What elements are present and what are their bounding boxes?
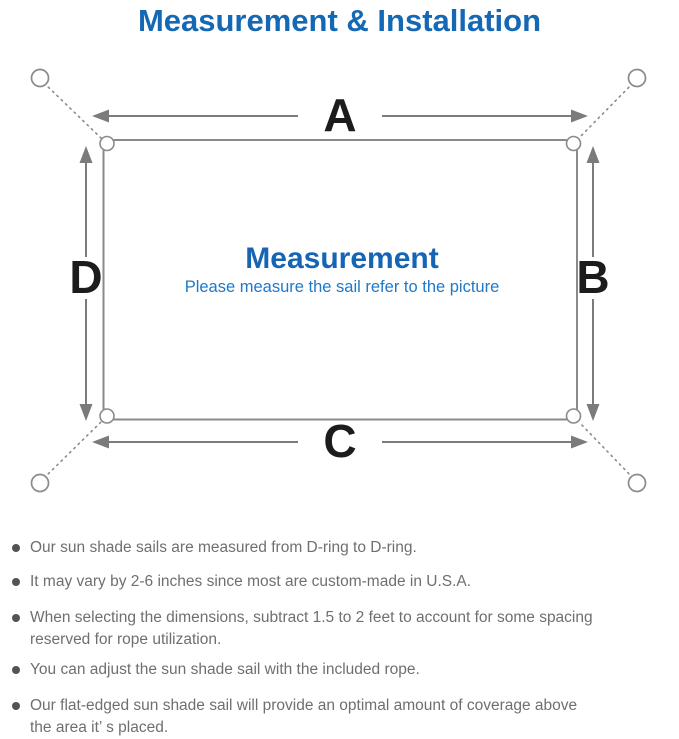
note-text: You can adjust the sun shade sail with t… <box>30 661 420 678</box>
d-ring-bottom-left-icon <box>99 408 115 424</box>
anchor-ring-bottom-right-icon <box>627 473 647 493</box>
note-text: It may vary by 2-6 inches since most are… <box>30 573 472 590</box>
anchor-ring-top-left-icon <box>30 68 50 88</box>
dimension-label-a: A <box>323 89 356 141</box>
anchor-ring-bottom-left-icon <box>30 473 50 493</box>
notes-list: Our sun shade sails are measured from D-… <box>10 537 670 739</box>
bullet-dot-icon <box>12 666 20 674</box>
page-title: Measurement & Installation <box>137 3 542 38</box>
dimension-label-d: D <box>69 251 102 303</box>
list-item: You can adjust the sun shade sail with t… <box>10 659 670 681</box>
arrow-d <box>79 146 93 421</box>
rope-line-top-right <box>578 82 634 139</box>
rope-line-top-left <box>43 82 102 139</box>
arrow-c <box>92 435 588 449</box>
bullet-dot-icon <box>12 702 20 710</box>
bullet-dot-icon <box>12 614 20 622</box>
d-ring-top-right-icon <box>565 135 582 152</box>
note-text: the area it’ s placed. <box>30 719 169 736</box>
list-item: Our sun shade sails are measured from D-… <box>10 537 670 559</box>
list-item: When selecting the dimensions, subtract … <box>10 607 670 651</box>
list-item: It may vary by 2-6 inches since most are… <box>10 571 670 593</box>
measurement-diagram: A C D B Measurement Please measure the s… <box>30 68 647 493</box>
anchor-ring-top-right-icon <box>627 68 647 88</box>
d-ring-bottom-right-icon <box>565 408 582 424</box>
diagram-center-title: Measurement <box>245 242 438 275</box>
diagram-center-subtitle: Please measure the sail refer to the pic… <box>185 278 500 296</box>
bullet-dot-icon <box>12 544 20 552</box>
note-text: Our sun shade sails are measured from D-… <box>30 539 417 556</box>
dimension-label-c: C <box>323 415 356 467</box>
rope-line-bottom-right <box>578 421 634 479</box>
note-text: reserved for rope utilization. <box>30 631 222 648</box>
arrow-b <box>586 146 600 421</box>
note-text: When selecting the dimensions, subtract … <box>30 609 593 626</box>
rope-line-bottom-left <box>43 421 102 479</box>
sail-rectangle <box>102 139 578 421</box>
note-text: Our flat-edged sun shade sail will provi… <box>30 697 578 714</box>
dimension-label-b: B <box>576 251 609 303</box>
arrow-a <box>92 109 588 123</box>
bullet-dot-icon <box>12 578 20 586</box>
list-item: Our flat-edged sun shade sail will provi… <box>10 695 670 739</box>
d-ring-top-left-icon <box>99 135 115 152</box>
